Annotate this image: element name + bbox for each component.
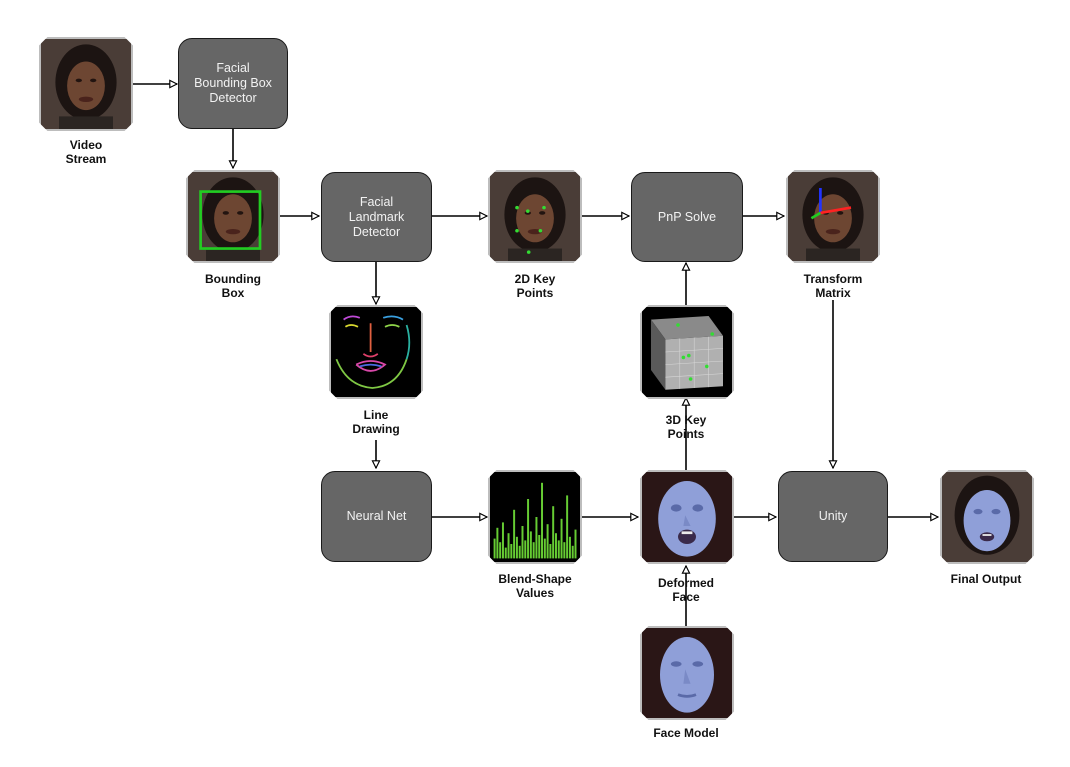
blend-bar	[504, 547, 507, 559]
2d-key-points-image	[488, 170, 582, 263]
blend-bar	[524, 540, 527, 559]
blend-bar	[513, 509, 516, 559]
transform-matrix-label: Transform Matrix	[803, 272, 863, 300]
blend-bar	[552, 506, 555, 559]
blend-bar	[546, 524, 549, 559]
blend-bar	[566, 495, 569, 559]
3d-key-points-label: 3D Key Points	[665, 413, 707, 441]
blend-bar	[557, 540, 560, 559]
blend-bar	[560, 518, 563, 559]
final-output-label: Final Output	[950, 572, 1022, 586]
face-model-label: Face Model	[653, 726, 719, 740]
blend-bar	[535, 517, 538, 559]
blend-bar	[538, 535, 541, 559]
facial-landmark-detector-label: Facial Landmark Detector	[348, 194, 405, 239]
video-stream-image	[39, 37, 133, 131]
3d-key-points-image	[640, 305, 734, 399]
blend-bar	[493, 538, 496, 559]
final-output-image	[940, 470, 1034, 564]
blend-bar	[496, 527, 499, 559]
blend-bar	[510, 544, 513, 559]
pnp-solve: PnP Solve	[631, 172, 743, 262]
line-drawing-label: Line Drawing	[352, 408, 400, 436]
pnp-solve-label: PnP Solve	[657, 209, 717, 224]
unity: Unity	[778, 471, 888, 562]
blend-bar	[554, 533, 557, 559]
blend-shape-values-label: Blend-Shape Values	[498, 572, 572, 600]
blend-bar	[568, 536, 571, 559]
face-bounding-box	[199, 190, 262, 250]
blend-bar	[543, 538, 546, 559]
facial-bounding-box-detector-label: Facial Bounding Box Detector	[194, 61, 272, 105]
blend-bar	[549, 544, 552, 559]
blend-bar	[521, 526, 524, 559]
2d-key-points-label: 2D Key Points	[514, 272, 556, 300]
blend-bar	[574, 529, 577, 559]
facial-bounding-box-detector: Facial Bounding Box Detector	[178, 38, 288, 129]
deformed-face-image	[640, 470, 734, 564]
blend-shape-values-image	[488, 470, 582, 564]
face-model-image	[640, 626, 734, 720]
blend-bar	[571, 545, 574, 559]
blend-bar	[527, 499, 530, 559]
blend-bar	[529, 531, 532, 559]
facial-landmark-detector: Facial Landmark Detector	[321, 172, 432, 262]
blend-bar	[563, 542, 566, 559]
line-drawing-image	[329, 305, 423, 399]
blend-bar	[541, 482, 544, 559]
blend-bar	[518, 545, 521, 559]
blend-shape-bars	[493, 482, 577, 559]
blend-bar	[501, 522, 504, 559]
blend-bar	[507, 533, 510, 559]
blend-bar	[532, 542, 535, 559]
video-stream-label: Video Stream	[65, 138, 107, 166]
blend-bar	[499, 542, 502, 559]
neural-net-label: Neural Net	[346, 509, 407, 523]
bounding-box-image	[186, 170, 280, 263]
transform-matrix-image	[786, 170, 880, 263]
deformed-face-label: Deformed Face	[657, 576, 715, 604]
neural-net: Neural Net	[321, 471, 432, 562]
unity-label: Unity	[818, 509, 848, 523]
blend-bar	[515, 536, 518, 559]
bounding-box-label: Bounding Box	[205, 272, 261, 300]
